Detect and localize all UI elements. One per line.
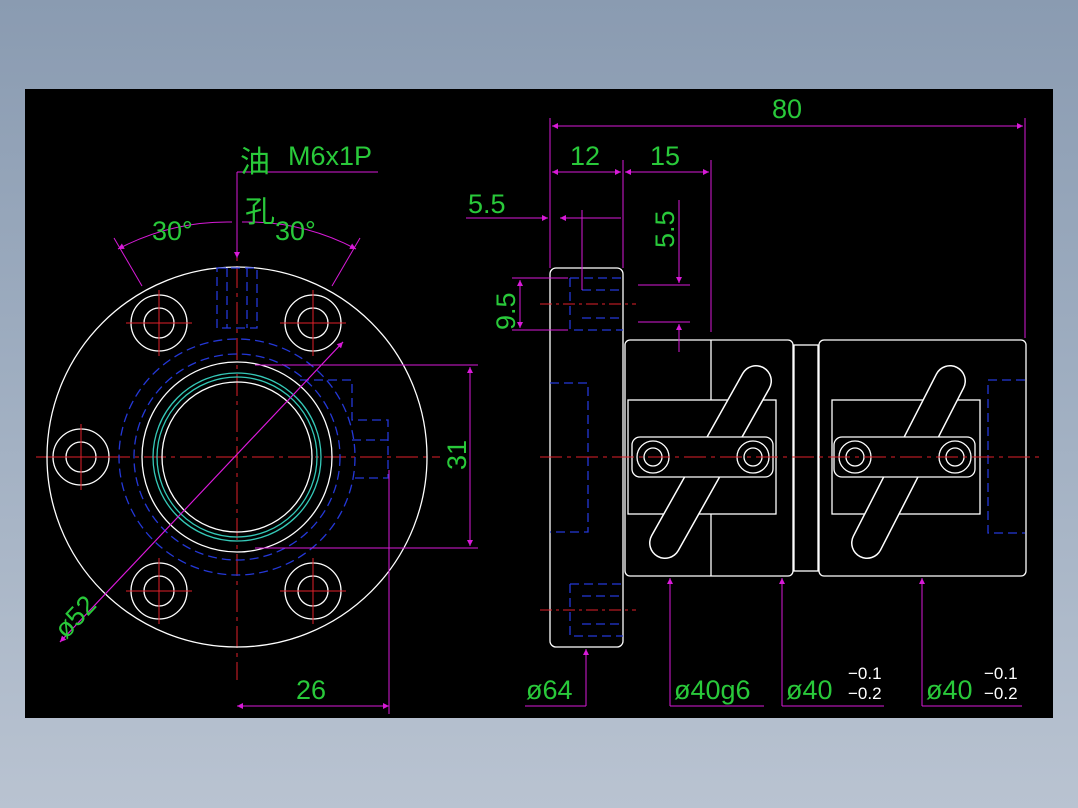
seal-ring-outer <box>152 372 322 542</box>
height-dim-label: 31 <box>442 440 472 470</box>
bolt-hole <box>280 290 346 356</box>
bolt-hole <box>126 558 192 624</box>
seal-ring-inner <box>156 376 318 538</box>
body-dia-mid-tol-upper: −0.1 <box>848 664 882 683</box>
side-view: 80 12 15 5.5 5.5 9.5 ø64 ø40g6 ø40 −0.1 … <box>466 94 1040 707</box>
body-outline <box>141 361 333 553</box>
oil-hole-label-char2: 孔 <box>245 195 275 230</box>
flange-thickness-label: 12 <box>570 141 600 171</box>
body-dia-end-tol-lower: −0.2 <box>984 684 1018 703</box>
drawing-canvas <box>25 89 1053 718</box>
segment-length-label: 15 <box>650 141 680 171</box>
bolt-hole <box>48 424 114 490</box>
flange-dia-label: ø64 <box>526 675 573 705</box>
flange-outline <box>46 266 428 648</box>
width-dim-label: 26 <box>296 675 326 705</box>
hole-offset-h-label: 5.5 <box>468 189 506 219</box>
angle-label-right: 30° <box>275 216 316 246</box>
thread-label: M6x1P <box>288 141 372 171</box>
front-dimension-lines <box>59 171 478 714</box>
bolt-holes <box>48 290 346 624</box>
counterbore-dim-label: 9.5 <box>491 292 521 330</box>
side-dimension-lines <box>466 118 1026 707</box>
front-view: 油 孔 M6x1P 30° 30° ø52 31 26 <box>36 141 478 714</box>
body-dia-mid-tol-lower: −0.2 <box>848 684 882 703</box>
bolt-circle-dia-label: ø52 <box>48 590 102 644</box>
hole-offset-v-label: 5.5 <box>650 210 680 248</box>
angle-label-left: 30° <box>152 216 193 246</box>
overall-length-label: 80 <box>772 94 802 124</box>
bolt-hole <box>126 290 192 356</box>
body-segment-2 <box>818 339 1027 577</box>
body-dia-end-tol-upper: −0.1 <box>984 664 1018 683</box>
body-segment-1 <box>624 339 794 577</box>
spigot-dia-label: ø40g6 <box>674 675 751 705</box>
oil-hole-label-char1: 油 <box>240 145 270 180</box>
body-groove <box>793 344 819 572</box>
body-dia-mid-label: ø40 <box>786 675 833 705</box>
bolt-hole <box>280 558 346 624</box>
bore-outline <box>161 381 313 533</box>
hidden-lines <box>118 267 389 576</box>
body-dia-end-label: ø40 <box>926 675 973 705</box>
